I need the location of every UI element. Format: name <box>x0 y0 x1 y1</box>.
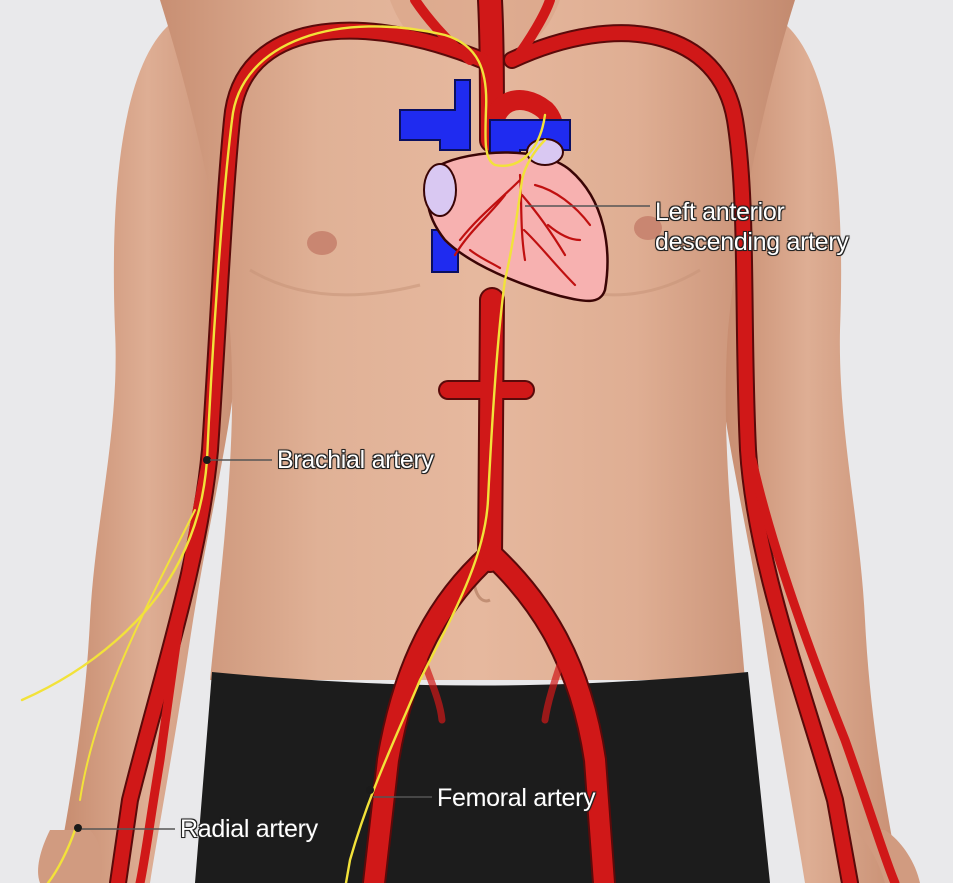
lad-label-line2: descending artery <box>655 227 849 257</box>
lad-label: Left anterior descending artery <box>655 197 849 257</box>
femoral-artery-label: Femoral artery <box>437 783 595 813</box>
left-nipple <box>307 231 337 255</box>
radial-insertion-marker <box>74 824 82 832</box>
lad-label-line1: Left anterior <box>655 197 849 227</box>
radial-artery-label: Radial artery <box>180 814 318 844</box>
brachial-artery-label: Brachial artery <box>277 445 434 475</box>
femoral-insertion-marker <box>366 786 374 794</box>
black-shorts <box>195 672 770 883</box>
brachial-insertion-marker <box>203 456 211 464</box>
